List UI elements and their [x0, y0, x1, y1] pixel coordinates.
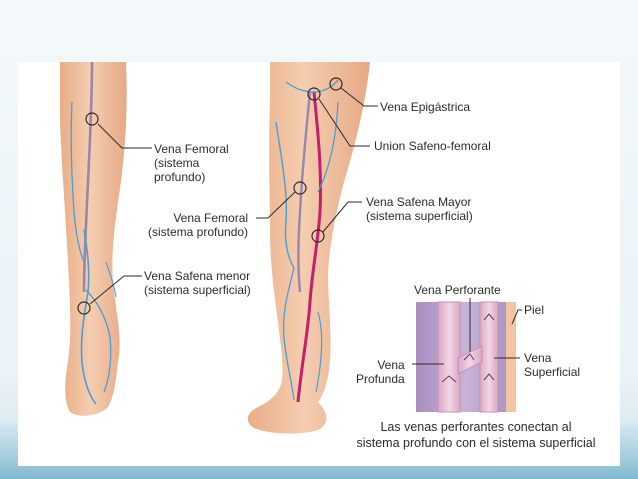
marker-left-saphenous	[77, 301, 91, 315]
marker-epigastric	[329, 77, 343, 91]
marker-safeno-femoral	[307, 87, 321, 101]
label-union-safeno-femoral: Union Safeno-femoral	[374, 139, 491, 153]
label-line: Superficial	[524, 365, 581, 379]
inset-valve-4	[463, 353, 475, 361]
marker-left-femoral	[85, 112, 99, 126]
label-line: Vena Epigástrica	[380, 100, 471, 114]
label-vena-safena-mayor: Vena Safena Mayor (sistema superficial)	[366, 195, 473, 223]
diagram-panel: Vena Femoral (sistema profundo) Vena Fem…	[18, 62, 620, 466]
inset-deep-vein	[437, 301, 461, 413]
label-vena-femoral-left: Vena Femoral (sistema profundo)	[154, 142, 229, 184]
leg-veins-diagram	[60, 62, 522, 434]
label-vena-femoral-mid: Vena Femoral (sistema profundo)	[148, 211, 248, 239]
middle-superficial-vein-2	[317, 101, 339, 193]
inset-valve-2	[483, 313, 495, 321]
label-vena-perforante: Vena Perforante	[414, 283, 501, 297]
caption-line: sistema profundo con el sistema superfic…	[356, 436, 596, 450]
left-leg-shape	[60, 62, 127, 416]
label-vena-epigastrica: Vena Epigástrica	[380, 100, 470, 114]
middle-leg-shape	[247, 62, 370, 434]
inset-valve-1	[441, 375, 457, 383]
label-line: Piel	[524, 303, 545, 317]
middle-superficial-vein-3	[282, 267, 295, 401]
left-femoral-vein	[82, 62, 94, 293]
inset-perforator-vein	[457, 345, 483, 375]
label-piel: Piel	[524, 303, 544, 317]
left-leg	[60, 62, 152, 416]
leader-vena-femoral-left	[97, 123, 152, 149]
label-line: Vena	[377, 358, 405, 372]
label-line: Vena Safena menor	[144, 269, 251, 283]
inset-valve-3	[483, 373, 495, 381]
label-vena-superficial: Vena Superficial	[524, 351, 580, 379]
label-line: (sistema superficial)	[366, 209, 473, 223]
label-line: Vena Perforante	[414, 283, 501, 297]
label-line: Vena Femoral	[173, 211, 249, 225]
label-line: Profunda	[356, 372, 405, 386]
inset-skin-layer	[506, 302, 516, 412]
label-line: Vena Safena Mayor	[366, 195, 472, 209]
label-vena-safena-menor: Vena Safena menor (sistema superficial)	[144, 269, 251, 297]
leader-piel	[511, 309, 522, 325]
middle-leg	[247, 62, 378, 434]
label-vena-profunda: Vena Profunda	[356, 358, 405, 386]
perforator-inset	[412, 298, 522, 413]
marker-middle-femoral	[293, 181, 307, 195]
label-line: Union Safeno-femoral	[374, 139, 491, 153]
label-line: Vena Femoral	[154, 142, 229, 156]
label-line: Vena	[524, 351, 552, 365]
leader-union-safeno-femoral	[318, 98, 370, 147]
left-small-saphenous-vein	[80, 229, 97, 405]
label-line: (sistema	[154, 156, 200, 170]
inset-superficial-vein	[479, 301, 499, 413]
leader-vena-epigastrica	[340, 87, 378, 107]
page-number: 3	[605, 441, 618, 466]
leader-vena-safena-menor	[89, 275, 142, 305]
left-superficial-vein-1	[70, 101, 85, 263]
middle-femoral-vein	[297, 91, 312, 293]
label-line: (sistema profundo)	[148, 225, 249, 239]
middle-epigastric-vein	[285, 79, 339, 93]
middle-superficial-vein-1	[275, 121, 295, 269]
leader-vena-safena-mayor	[322, 201, 362, 233]
marker-great-saphenous	[311, 229, 325, 243]
diagram-caption: Las venas perforantes conectan al sistem…	[336, 419, 616, 451]
caption-line: Las venas perforantes conectan al	[380, 420, 572, 434]
left-superficial-vein-3	[105, 261, 117, 298]
label-line: (sistema superficial)	[144, 283, 251, 297]
great-saphenous-vein	[296, 91, 323, 403]
leader-vena-femoral-mid	[256, 191, 296, 219]
label-line: profundo)	[154, 170, 206, 184]
left-superficial-vein-2	[85, 289, 112, 393]
middle-superficial-vein-4	[315, 311, 323, 393]
